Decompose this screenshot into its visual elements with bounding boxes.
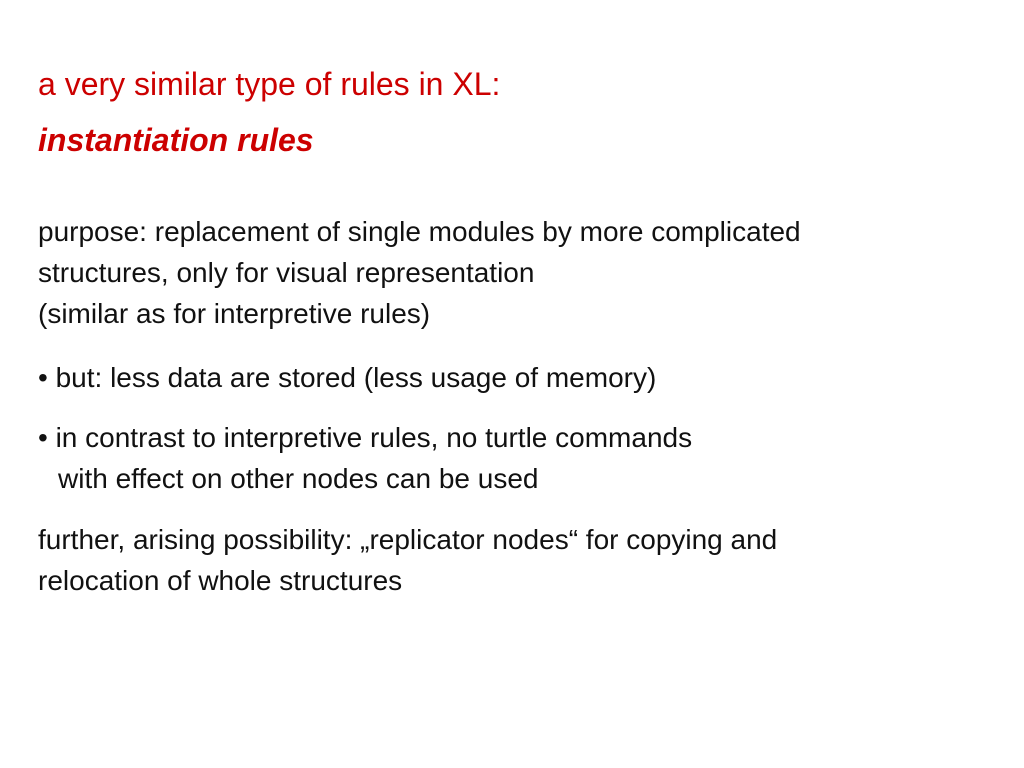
purpose-line: (similar as for interpretive rules) — [38, 298, 431, 329]
further-paragraph: further, arising possibility: „replicato… — [38, 519, 777, 601]
bullet-item: • but: less data are stored (less usage … — [38, 357, 656, 398]
bullet-line: • but: less data are stored (less usage … — [38, 362, 657, 393]
bullet-line: with effect on other nodes can be used — [58, 463, 539, 494]
purpose-line: purpose: replacement of single modules b… — [38, 216, 801, 247]
slide-subtitle: instantiation rules — [38, 122, 314, 158]
further-line: further, arising possibility: „replicato… — [38, 524, 778, 555]
bullet-line: • in contrast to interpretive rules, no … — [38, 422, 693, 453]
purpose-paragraph: purpose: replacement of single modules b… — [38, 211, 801, 334]
further-line: relocation of whole structures — [38, 565, 403, 596]
purpose-line: structures, only for visual representati… — [38, 257, 535, 288]
slide-title: a very similar type of rules in XL: — [38, 66, 501, 102]
bullet-item: • in contrast to interpretive rules, no … — [38, 417, 692, 499]
